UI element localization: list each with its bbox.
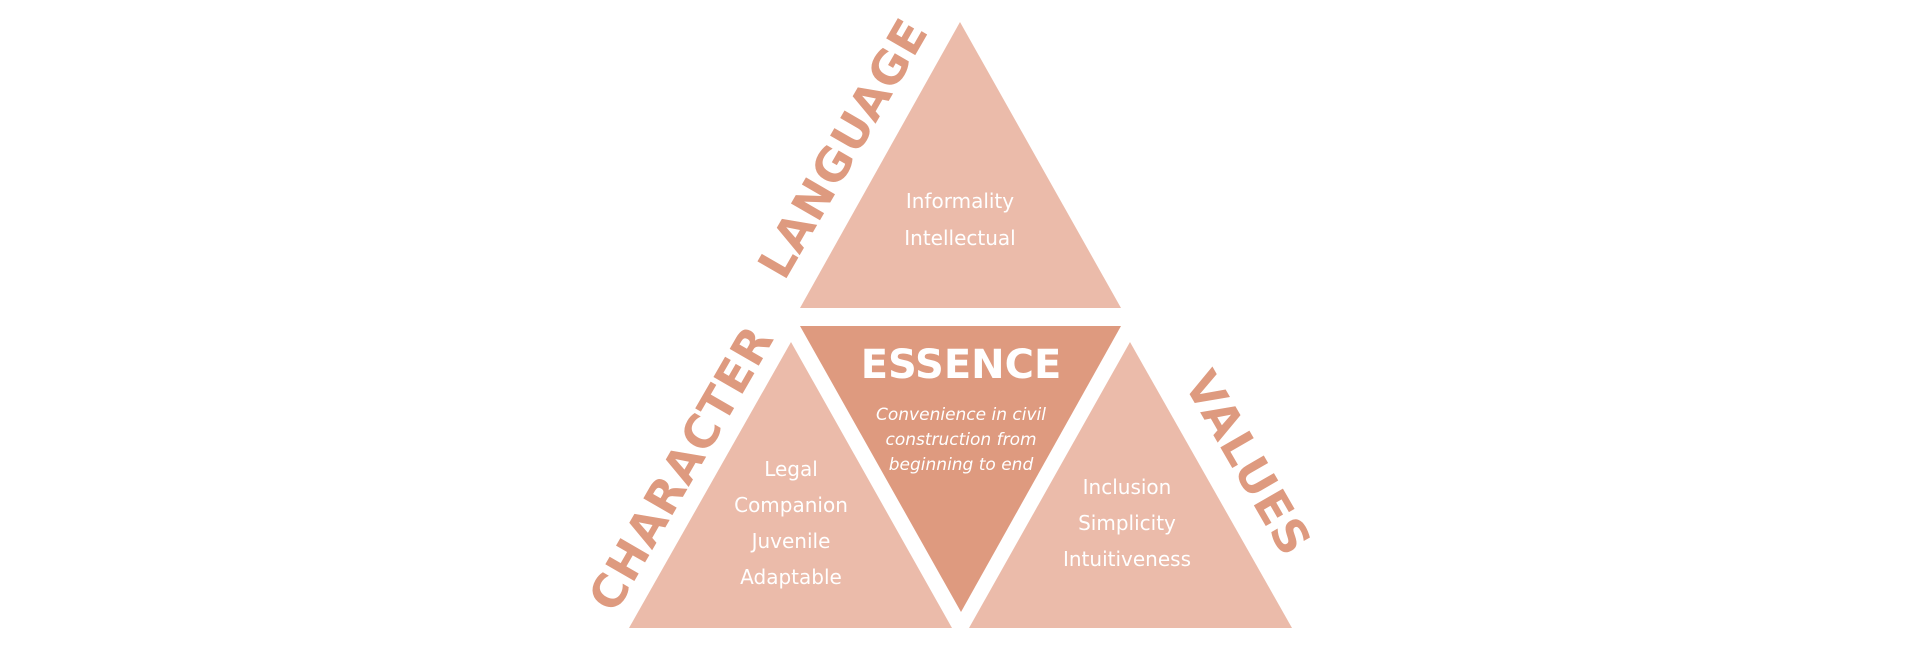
character-triangle (629, 342, 952, 628)
essence-description-line: construction from (885, 430, 1036, 450)
essence-description-line: beginning to end (889, 455, 1034, 475)
language-item: Informality (906, 189, 1014, 213)
character-item: Companion (734, 493, 848, 517)
character-item: Juvenile (750, 529, 831, 553)
character-item: Legal (764, 457, 818, 481)
essence-triangle (800, 326, 1121, 612)
essence-description-line: Convenience in civil (876, 405, 1046, 425)
values-item: Intuitiveness (1063, 547, 1191, 571)
language-item: Intellectual (904, 226, 1015, 250)
character-item: Adaptable (740, 565, 842, 589)
language-triangle (800, 22, 1121, 308)
values-triangle (969, 342, 1292, 628)
values-item: Simplicity (1078, 511, 1176, 535)
values-item: Inclusion (1083, 475, 1172, 499)
essence-title: ESSENCE (861, 342, 1062, 388)
